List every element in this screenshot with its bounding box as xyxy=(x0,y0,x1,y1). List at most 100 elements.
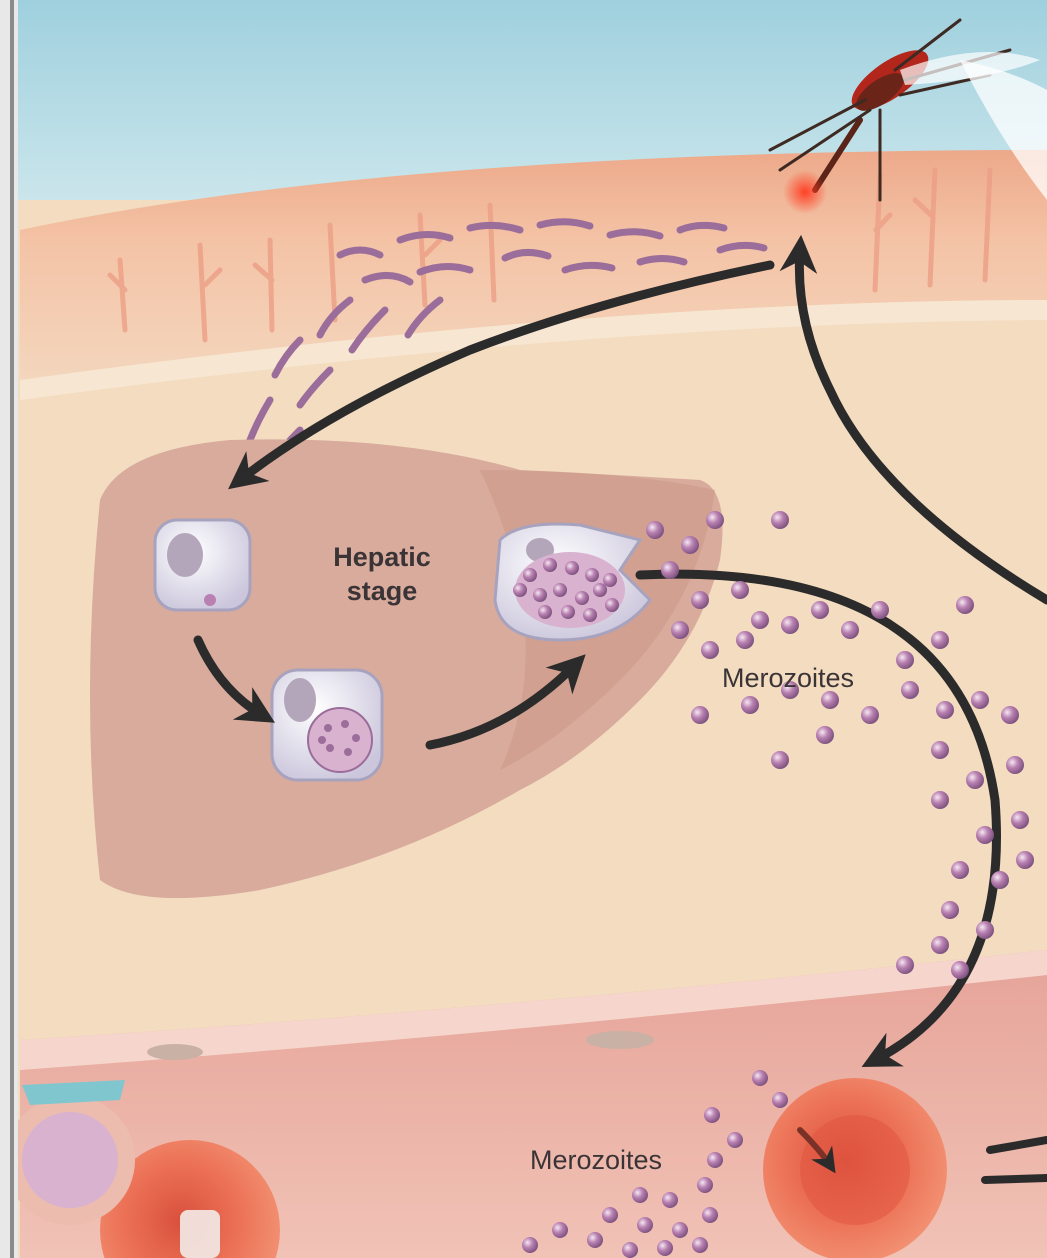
merozoite xyxy=(533,588,547,602)
merozoites-blood-label: Merozoites xyxy=(530,1145,663,1175)
merozoite xyxy=(781,616,799,634)
merozoite xyxy=(523,568,537,582)
merozoite xyxy=(811,601,829,619)
merozoite xyxy=(605,598,619,612)
merozoite xyxy=(513,583,527,597)
merozoite xyxy=(552,1222,568,1238)
hepatic-stage-label-line1: Hepatic xyxy=(333,542,431,572)
arrow-cell1-to-cell2 xyxy=(193,635,275,723)
merozoite xyxy=(602,1207,618,1223)
merozoite xyxy=(896,651,914,669)
merozoite xyxy=(603,573,617,587)
merozoites-blood-cluster xyxy=(522,1070,788,1258)
merozoite xyxy=(741,696,759,714)
hepatocyte-schizont xyxy=(270,668,384,782)
arrow-invasion xyxy=(797,1127,836,1174)
merozoite xyxy=(681,536,699,554)
merozoites-liver-cluster xyxy=(513,511,1034,979)
arrow-right-edge xyxy=(986,1136,1047,1154)
merozoite xyxy=(896,956,914,974)
endothelial-nucleus xyxy=(586,1031,654,1049)
merozoite xyxy=(707,1152,723,1168)
merozoite xyxy=(752,1070,768,1086)
merozoite xyxy=(936,701,954,719)
arrow-right-edge xyxy=(981,1174,1047,1184)
arrow-cell2-to-cell3 xyxy=(425,654,586,750)
merozoite xyxy=(672,1222,688,1238)
red-blood-cell-main xyxy=(763,1078,947,1258)
merozoite xyxy=(661,561,679,579)
vessel-fragment xyxy=(22,1080,125,1105)
merozoite xyxy=(1016,851,1034,869)
frame-edge xyxy=(0,0,18,1258)
merozoite xyxy=(772,1092,788,1108)
bite-site xyxy=(783,170,827,214)
merozoite xyxy=(522,1237,538,1253)
merozoite xyxy=(781,681,799,699)
merozoite xyxy=(941,901,959,919)
merozoite xyxy=(583,608,597,622)
merozoite xyxy=(731,581,749,599)
merozoite xyxy=(1001,706,1019,724)
merozoite xyxy=(901,681,919,699)
merozoite xyxy=(931,741,949,759)
merozoite xyxy=(816,726,834,744)
merozoites-liver-label: Merozoites xyxy=(722,663,855,693)
merozoite xyxy=(565,561,579,575)
merozoite xyxy=(951,861,969,879)
merozoite xyxy=(861,706,879,724)
merozoite xyxy=(736,631,754,649)
frame-line xyxy=(10,0,14,1258)
merozoite xyxy=(702,1207,718,1223)
merozoite xyxy=(691,591,709,609)
merozoite xyxy=(538,605,552,619)
merozoite xyxy=(553,583,567,597)
skin-capillaries xyxy=(107,167,993,343)
hepatocyte-infected xyxy=(153,518,252,612)
endothelial-nucleus xyxy=(147,1044,203,1060)
merozoite xyxy=(991,871,1009,889)
merozoite xyxy=(821,691,839,709)
lifecycle-arrows xyxy=(193,234,1047,1184)
infected-cell-left xyxy=(5,1095,135,1225)
skin-lower-edge xyxy=(20,300,1047,400)
merozoite xyxy=(697,1177,713,1193)
mosquito xyxy=(768,18,1040,202)
merozoite xyxy=(976,921,994,939)
arrow-mosquito-return xyxy=(779,234,1047,605)
merozoite xyxy=(585,568,599,582)
merozoite xyxy=(966,771,984,789)
red-blood-cell-left xyxy=(100,1140,280,1258)
hepatocyte-rupturing xyxy=(493,522,652,642)
merozoite xyxy=(657,1240,673,1256)
merozoite xyxy=(662,1192,678,1208)
merozoite xyxy=(691,706,709,724)
arrow-liver-to-blood xyxy=(635,569,1001,1067)
merozoite xyxy=(956,596,974,614)
merozoite xyxy=(701,641,719,659)
merozoite xyxy=(971,691,989,709)
merozoite xyxy=(704,1107,720,1123)
merozoite xyxy=(951,961,969,979)
merozoite xyxy=(593,583,607,597)
hepatic-stage-label-line2: stage xyxy=(346,576,418,606)
merozoite xyxy=(692,1237,708,1253)
merozoite xyxy=(976,826,994,844)
merozoite xyxy=(671,621,689,639)
merozoite xyxy=(931,791,949,809)
merozoite xyxy=(727,1132,743,1148)
merozoite xyxy=(1006,756,1024,774)
merozoite xyxy=(587,1232,603,1248)
merozoite xyxy=(931,631,949,649)
merozoite xyxy=(561,605,575,619)
merozoite xyxy=(706,511,724,529)
merozoite xyxy=(622,1242,638,1258)
merozoite xyxy=(931,936,949,954)
merozoite xyxy=(646,521,664,539)
vessel-wall xyxy=(20,950,1047,1070)
merozoite xyxy=(841,621,859,639)
merozoite xyxy=(575,591,589,605)
hepatic-stage-label: Hepatic stage xyxy=(318,540,446,608)
arrow-skin-to-liver xyxy=(228,260,775,490)
